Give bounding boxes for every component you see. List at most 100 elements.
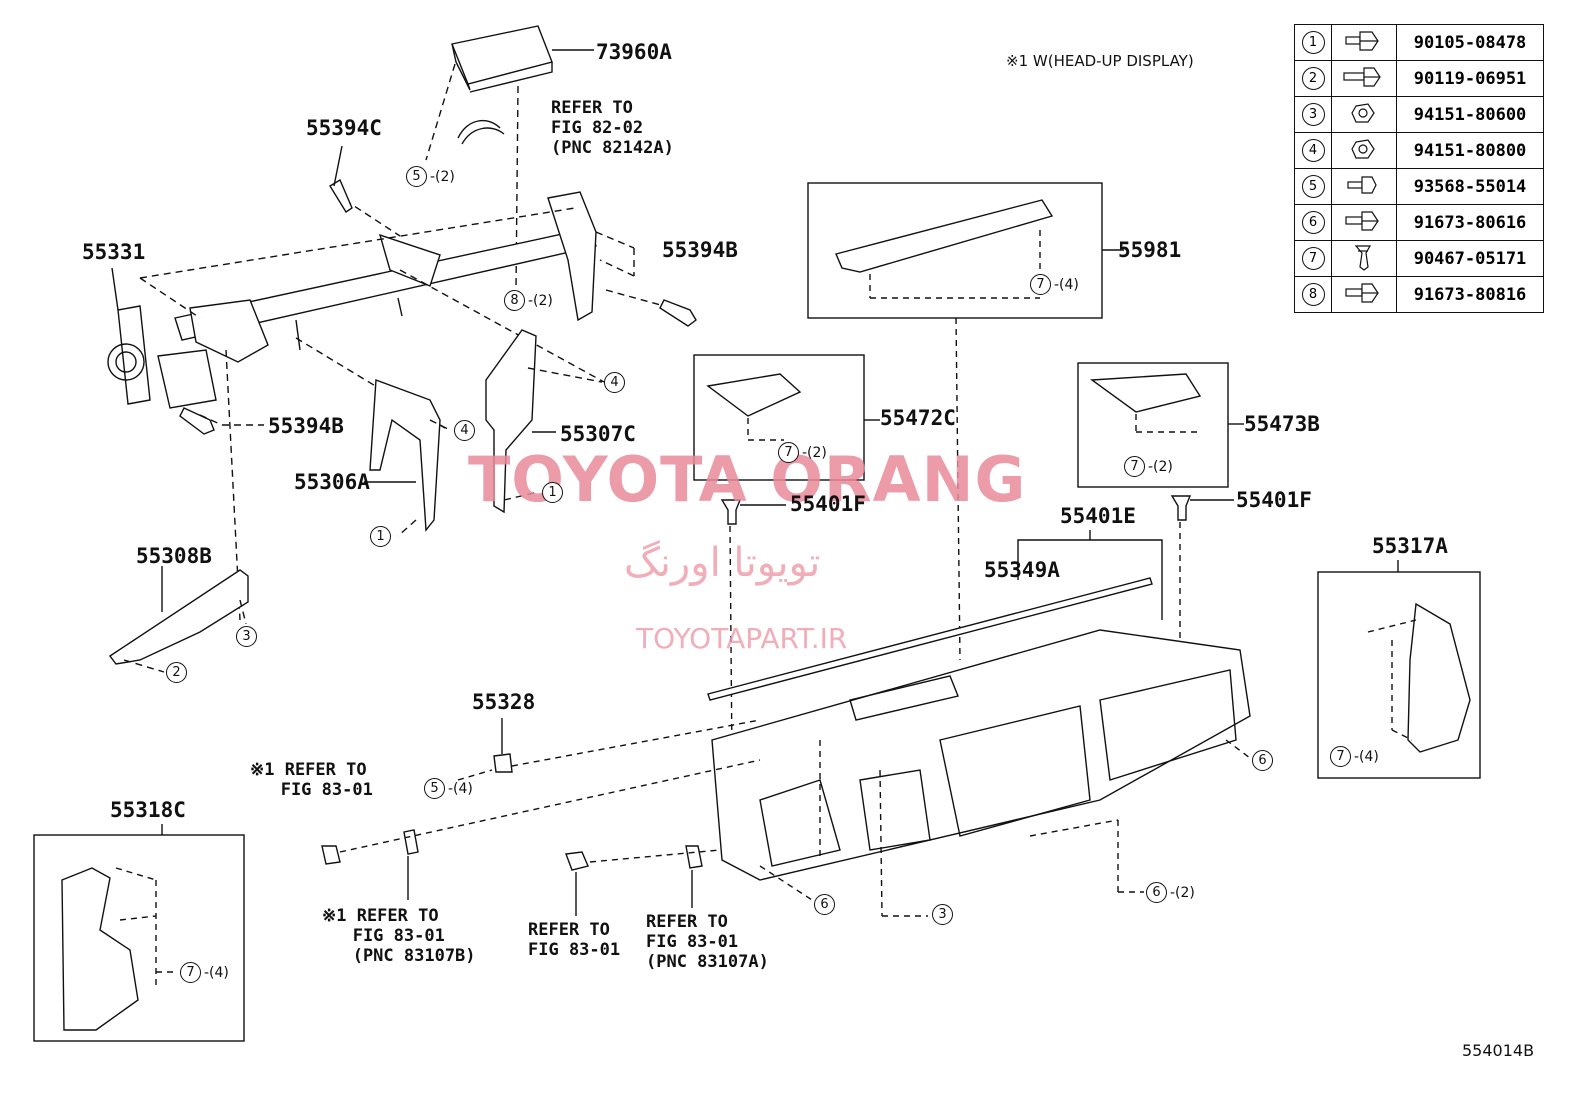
side-panel-55317A: [1407, 602, 1471, 753]
callout-6[interactable]: 6: [814, 894, 838, 915]
label-73960A[interactable]: 73960A: [596, 40, 672, 64]
callout-7[interactable]: 7-(4): [1030, 274, 1079, 295]
watermark-brand: TOYOTA ORANG: [468, 443, 1027, 516]
refer-note-fig-82-02[interactable]: REFER TO FIG 82-02 (PNC 82142A): [551, 98, 674, 158]
label-55317A[interactable]: 55317A: [1372, 534, 1448, 558]
callout-8[interactable]: 8-(2): [504, 290, 553, 311]
callout-5[interactable]: 5-(2): [406, 166, 455, 187]
legend-row[interactable]: 3 94151-80600: [1294, 96, 1544, 133]
callout-4[interactable]: 4: [604, 372, 628, 393]
legend-part-number: 94151-80600: [1396, 96, 1544, 133]
callout-number: 7: [180, 962, 201, 983]
callout-7[interactable]: 7-(4): [1330, 746, 1379, 767]
callout-number: 5: [424, 778, 445, 799]
label-55349A[interactable]: 55349A: [984, 558, 1060, 582]
refer-note-line: (PNC 83107A): [646, 952, 769, 972]
legend-number: 3: [1301, 103, 1325, 126]
callout-qty: -(4): [1054, 276, 1079, 293]
callout-1[interactable]: 1: [542, 482, 566, 503]
side-cover-55472C: [706, 373, 802, 417]
legend-number: 7: [1301, 247, 1325, 270]
callout-6[interactable]: 6-(2): [1146, 882, 1195, 903]
callout-number: 7: [1030, 274, 1051, 295]
legend-number: 5: [1301, 175, 1325, 198]
legend-part-number: 90105-08478: [1396, 24, 1544, 61]
reinforcement-beam: [107, 191, 597, 409]
label-55328[interactable]: 55328: [472, 690, 536, 714]
legend-row[interactable]: 7 90467-05171: [1294, 240, 1544, 277]
callout-1[interactable]: 1: [370, 526, 394, 547]
legend-row[interactable]: 1 90105-08478: [1294, 24, 1544, 61]
callout-number: 3: [932, 904, 953, 925]
label-55394B-upper[interactable]: 55394B: [662, 238, 738, 262]
legend-row[interactable]: 8 91673-80816: [1294, 276, 1544, 313]
side-cover-55473B: [1090, 373, 1202, 413]
box-55318C: [33, 834, 245, 1042]
legend-row[interactable]: 4 94151-80800: [1294, 132, 1544, 169]
label-55307C[interactable]: 55307C: [560, 422, 636, 446]
callout-2[interactable]: 2: [166, 662, 190, 683]
refer-note-line: FIG 83-01: [528, 940, 621, 960]
callout-qty: -(2): [528, 292, 553, 309]
callout-4[interactable]: 4: [454, 420, 478, 441]
refer-note-line: FIG 83-01: [250, 780, 373, 800]
clip-55401F-right: [1170, 495, 1192, 521]
callout-number: 6: [814, 894, 835, 915]
label-55394C[interactable]: 55394C: [306, 116, 382, 140]
label-55472C[interactable]: 55472C: [880, 406, 956, 430]
callout-number: 1: [542, 482, 563, 503]
label-55401F-right[interactable]: 55401F: [1236, 488, 1312, 512]
callout-number: 6: [1146, 882, 1167, 903]
callout-7[interactable]: 7-(2): [1124, 456, 1173, 477]
refer-note-fig-83-01-c[interactable]: REFER TO FIG 83-01: [528, 920, 620, 960]
label-55331[interactable]: 55331: [82, 240, 146, 264]
bolt-refer-83-01-mid: [565, 851, 589, 871]
callout-number: 4: [604, 372, 625, 393]
head-up-display-unit: [451, 25, 594, 93]
box-55472C: [693, 354, 865, 481]
refer-note-fig-83-01-d[interactable]: REFER TO FIG 83-01 (PNC 83107A): [646, 912, 769, 972]
callout-3[interactable]: 3: [932, 904, 956, 925]
callout-number: 3: [236, 626, 257, 647]
label-55306A[interactable]: 55306A: [294, 470, 370, 494]
watermark-persian: تویوتا اورنگ: [624, 540, 821, 586]
callout-number: 2: [166, 662, 187, 683]
hex-nut-icon: [1351, 102, 1375, 123]
bolt-55394B-upper: [659, 299, 697, 327]
callout-qty: -(2): [430, 168, 455, 185]
label-55401F-left[interactable]: 55401F: [790, 492, 866, 516]
legend-number: 1: [1301, 31, 1325, 54]
label-55308B[interactable]: 55308B: [136, 544, 212, 568]
legend-row[interactable]: 6 91673-80616: [1294, 204, 1544, 241]
legend-part-number: 94151-80800: [1396, 132, 1544, 169]
legend-row[interactable]: 5 93568-55014: [1294, 168, 1544, 205]
wire-harness: [457, 119, 505, 145]
legend-row[interactable]: 2 90119-06951: [1294, 60, 1544, 97]
label-55473B[interactable]: 55473B: [1244, 412, 1320, 436]
brace-55308B: [108, 569, 249, 665]
connector-55328: [493, 753, 513, 773]
callout-3[interactable]: 3: [236, 626, 260, 647]
refer-note-fig-83-01-a[interactable]: ※1 REFER TO FIG 83-01: [250, 760, 373, 800]
label-55401E[interactable]: 55401E: [1060, 504, 1136, 528]
hex-nut-icon: [1351, 138, 1375, 159]
callout-number: 8: [504, 290, 525, 311]
figure-id: 554014B: [1462, 1041, 1535, 1060]
label-55394B-lower[interactable]: 55394B: [268, 414, 344, 438]
callout-number: 7: [778, 442, 799, 463]
callout-number: 7: [1330, 746, 1351, 767]
label-55981[interactable]: 55981: [1118, 238, 1182, 262]
refer-note-fig-83-01-b[interactable]: ※1 REFER TO FIG 83-01 (PNC 83107B): [322, 906, 476, 966]
instrument-panel: [711, 629, 1251, 881]
callout-5[interactable]: 5-(4): [424, 778, 473, 799]
long-bolt-icon: [1343, 66, 1381, 87]
label-55318C[interactable]: 55318C: [110, 798, 186, 822]
hud-variant-note: ※1 W(HEAD-UP DISPLAY): [1006, 52, 1194, 70]
bracket-55306A: [369, 379, 441, 532]
callout-7[interactable]: 7-(4): [180, 962, 229, 983]
callout-6[interactable]: 6: [1252, 750, 1276, 771]
legend-number: 2: [1301, 67, 1325, 90]
callout-7[interactable]: 7-(2): [778, 442, 827, 463]
callout-qty: -(2): [1170, 884, 1195, 901]
